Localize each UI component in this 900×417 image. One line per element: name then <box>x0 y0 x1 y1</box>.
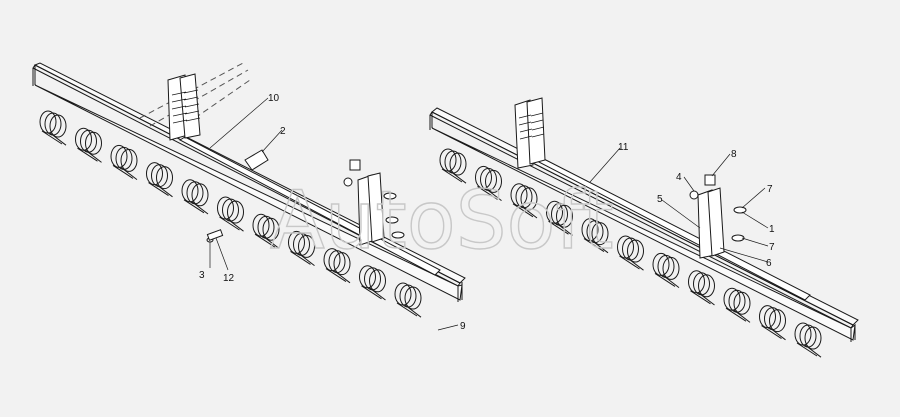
callout-5: 5 <box>657 194 663 205</box>
callout-10: 10 <box>268 93 280 104</box>
callout-6: 6 <box>766 258 772 269</box>
callout-9: 9 <box>460 321 466 332</box>
spring-tine <box>181 179 209 215</box>
spring-tine <box>75 127 102 163</box>
left-mount-bracket <box>167 73 201 141</box>
washer-plate <box>206 229 224 241</box>
spring-tine <box>39 110 67 146</box>
watermark-text: AutoSoft <box>270 174 614 267</box>
spring-tine <box>439 148 467 184</box>
callout-7-upper: 7 <box>767 184 773 195</box>
spring-tine <box>794 322 822 358</box>
callout-4: 4 <box>676 172 682 183</box>
left-harrow-bar <box>32 61 466 302</box>
spring-tine <box>323 248 351 284</box>
left-rear-bracket <box>343 159 405 246</box>
spring-tine <box>110 144 138 180</box>
spring-tine <box>546 200 573 236</box>
callout-12: 12 <box>223 273 235 284</box>
spring-tine <box>475 165 502 201</box>
left-spring-tines <box>39 110 422 318</box>
callout-1: 1 <box>769 224 775 235</box>
leader-lines <box>209 97 769 331</box>
callout-2: 2 <box>280 126 286 137</box>
spring-tine <box>688 270 715 306</box>
spring-tine <box>146 162 173 198</box>
callout-3: 3 <box>199 270 205 281</box>
spring-tine <box>394 282 422 318</box>
spring-tine <box>359 265 386 301</box>
spring-tine <box>510 183 538 219</box>
spring-tine <box>617 235 644 271</box>
u-clip <box>244 149 269 171</box>
spring-tine <box>723 287 751 323</box>
spring-tine <box>252 213 280 249</box>
spring-tine <box>217 196 244 232</box>
callout-7-lower: 7 <box>769 242 775 253</box>
right-spring-tines <box>439 148 822 358</box>
right-mount-bracket <box>514 97 546 169</box>
callout-8: 8 <box>731 149 737 160</box>
right-harrow-bar <box>429 97 859 342</box>
spring-tine <box>581 218 609 254</box>
spring-tine <box>652 252 680 288</box>
right-rear-bracket <box>689 174 747 259</box>
callout-11: 11 <box>618 142 629 153</box>
spring-tine <box>288 230 315 266</box>
spring-tine <box>759 305 786 341</box>
callout-labels: 10 2 3 12 9 11 8 4 7 5 1 7 6 <box>199 93 775 332</box>
